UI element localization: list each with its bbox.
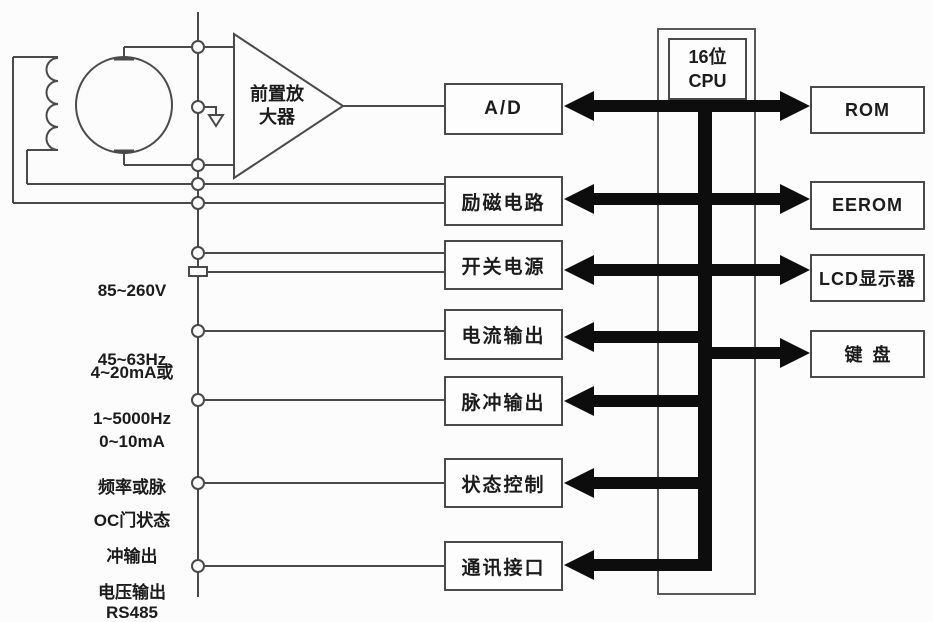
box-current-output: 电流输出 [444, 309, 563, 360]
box-lcd-display-label: LCD显示器 [819, 269, 916, 289]
label-pulse-line3: 冲输出 [106, 547, 158, 566]
box-keyboard: 键 盘 [810, 330, 925, 378]
box-pulse-output: 脉冲输出 [444, 376, 563, 426]
label-pulse-line1: 1~5000Hz [93, 409, 171, 428]
preamp-label-line2: 大器 [259, 107, 295, 127]
label-power-input: 85~260V 45~63Hz [70, 233, 194, 417]
box-switching-power-label: 开关电源 [461, 256, 546, 278]
label-power-line1: 85~260V [97, 281, 167, 300]
label-current-line2: 0~10mA [99, 432, 165, 451]
box-pulse-output-label: 脉冲输出 [461, 392, 546, 414]
box-current-output-label: 电流输出 [461, 326, 546, 347]
label-rs485: RS485 [70, 555, 194, 622]
terminal-circle [191, 100, 205, 114]
electrode-top-icon [114, 47, 134, 61]
box-lcd-display: LCD显示器 [810, 254, 925, 302]
electrode-bottom-icon [114, 149, 134, 165]
terminal-circle [191, 177, 205, 191]
cpu-bus-enclosure [657, 28, 756, 595]
box-cpu: 16位 CPU [668, 38, 747, 100]
box-ad: A/D [444, 83, 563, 135]
box-excitation-circuit: 励磁电路 [444, 176, 563, 226]
box-keyboard-label: 键 盘 [844, 345, 891, 365]
label-current-output: 4~20mA或 0~10mA [70, 315, 194, 499]
cpu-label-line2: CPU [688, 71, 727, 91]
preamp-label-line1: 前置放 [250, 84, 304, 104]
flow-tube [75, 56, 173, 154]
terminal-circle [191, 158, 205, 172]
label-rs485-text: RS485 [106, 603, 158, 622]
excitation-coil-icon [45, 57, 59, 151]
box-ad-label: A/D [484, 98, 523, 119]
label-status-line2: 电压输出 [98, 583, 166, 602]
box-status-control: 状态控制 [444, 458, 563, 508]
box-rom-label: ROM [845, 99, 890, 120]
label-current-line1: 4~20mA或 [90, 363, 174, 382]
ground-icon [204, 106, 225, 128]
box-eerom-label: EEROM [831, 195, 903, 215]
terminal-circle [191, 40, 205, 54]
box-status-control-label: 状态控制 [461, 474, 546, 496]
label-status-line1: OC门状态 [93, 511, 171, 530]
box-excitation-label: 励磁电路 [461, 192, 546, 214]
terminal-circle [191, 196, 205, 210]
flow-tube-sensor [45, 47, 173, 165]
box-comm-interface: 通讯接口 [444, 541, 563, 591]
box-comm-interface-label: 通讯接口 [461, 557, 546, 579]
label-power-line2: 45~63Hz [97, 350, 167, 369]
preamp-label: 前置放 大器 [237, 83, 317, 129]
cpu-label-line1: 16位 [688, 47, 727, 67]
label-status-output: OC门状态 电压输出 [70, 461, 194, 622]
label-pulse-output: 1~5000Hz 频率或脉 冲输出 [70, 361, 194, 614]
label-pulse-line2: 频率或脉 [98, 478, 166, 497]
box-switching-power: 开关电源 [444, 240, 563, 290]
box-eerom: EEROM [810, 181, 925, 230]
box-rom: ROM [810, 86, 925, 134]
